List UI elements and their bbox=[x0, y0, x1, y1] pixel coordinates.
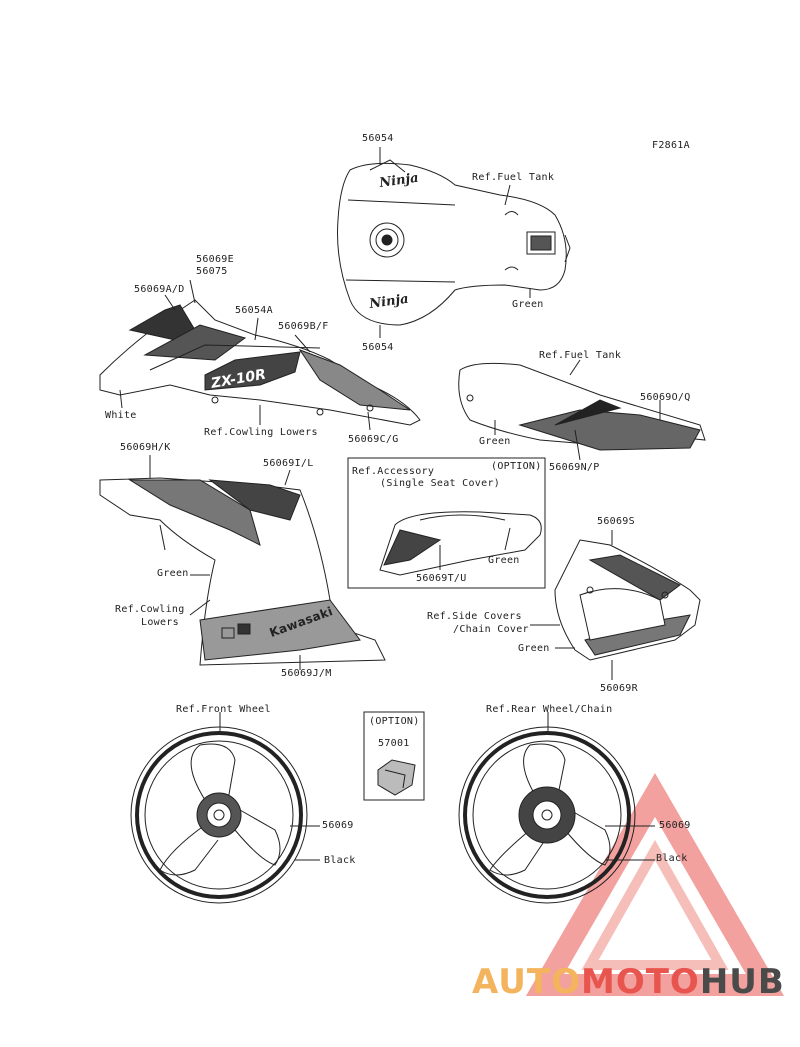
ninja-decal-top: Ninja bbox=[377, 171, 419, 191]
label-side-ref2: Lowers bbox=[141, 617, 179, 628]
rear-wheel-drawing bbox=[458, 726, 636, 904]
watermark-hub: HUB bbox=[699, 962, 785, 1002]
label-side-i: 56069I/L bbox=[263, 458, 314, 469]
watermark-logo: AUTOMOTOHUB bbox=[472, 962, 785, 1002]
label-cowl-c: 56069C/G bbox=[348, 434, 399, 445]
watermark-auto: AUTO bbox=[472, 962, 581, 1002]
label-opt-box-green: Green bbox=[488, 555, 520, 566]
figure-code: F2861A bbox=[652, 140, 690, 151]
label-tank-bottom: 56054 bbox=[362, 342, 394, 353]
label-rear-wheel-ref: Ref.Rear Wheel/Chain bbox=[486, 704, 613, 715]
upper-cowl-drawing bbox=[99, 299, 421, 426]
label-tail-n: 56069N/P bbox=[549, 462, 600, 473]
label-tank-green: Green bbox=[512, 299, 544, 310]
label-front-wheel-black: Black bbox=[324, 855, 356, 866]
watermark-moto: MOTO bbox=[580, 962, 700, 1002]
label-tail-ref: Ref.Fuel Tank bbox=[539, 350, 622, 361]
label-side-j: 56069J/M bbox=[281, 668, 332, 679]
side-fairing-drawing bbox=[99, 477, 386, 666]
seat-cowl-drawing bbox=[554, 539, 701, 661]
option-box-57001-frame bbox=[363, 711, 425, 801]
label-tank-ref: Ref.Fuel Tank bbox=[472, 172, 555, 183]
label-cowl-ref: Ref.Cowling Lowers bbox=[204, 427, 318, 438]
label-side-h: 56069H/K bbox=[120, 442, 171, 453]
label-seat-ref1: Ref.Side Covers bbox=[427, 611, 522, 622]
label-opt-box-t: 56069T/U bbox=[416, 573, 467, 584]
label-seat-r: 56069R bbox=[600, 683, 638, 694]
tail-cowl-drawing bbox=[458, 362, 706, 451]
label-rear-wheel-part: 56069 bbox=[659, 820, 691, 831]
label-cowl-b: 56069B/F bbox=[278, 321, 329, 332]
label-seat-green: Green bbox=[518, 643, 550, 654]
label-opt2-part: 57001 bbox=[378, 738, 410, 749]
label-cowl-54a: 56054A bbox=[235, 305, 273, 316]
fuel-tank-drawing bbox=[337, 159, 571, 326]
ninja-decal-bottom: Ninja bbox=[367, 292, 409, 312]
label-front-wheel-ref: Ref.Front Wheel bbox=[176, 704, 271, 715]
label-tail-green: Green bbox=[479, 436, 511, 447]
label-side-green: Green bbox=[157, 568, 189, 579]
label-rear-wheel-black: Black bbox=[656, 853, 688, 864]
label-seat-s: 56069S bbox=[597, 516, 635, 527]
label-cowl-e2: 56075 bbox=[196, 266, 228, 277]
label-cowl-white: White bbox=[105, 410, 137, 421]
label-tail-o: 56069O/Q bbox=[640, 392, 691, 403]
front-wheel-drawing bbox=[130, 726, 308, 904]
label-side-ref1: Ref.Cowling bbox=[115, 604, 185, 615]
seat-cover-drawing bbox=[379, 511, 542, 576]
option-box-frame bbox=[347, 457, 546, 589]
label-cowl-a: 56069A/D bbox=[134, 284, 185, 295]
label-seat-ref2: /Chain Cover bbox=[453, 624, 529, 635]
label-cowl-e: 56069E bbox=[196, 254, 234, 265]
label-opt-box-ref1: Ref.Accessory bbox=[352, 466, 435, 477]
label-tank-top: 56054 bbox=[362, 133, 394, 144]
label-opt-box-ref2: (Single Seat Cover) bbox=[380, 478, 501, 489]
label-front-wheel-part: 56069 bbox=[322, 820, 354, 831]
label-opt2-option: (OPTION) bbox=[369, 716, 420, 727]
watermark-triangle bbox=[525, 773, 785, 996]
label-opt-box-option: (OPTION) bbox=[491, 461, 542, 472]
